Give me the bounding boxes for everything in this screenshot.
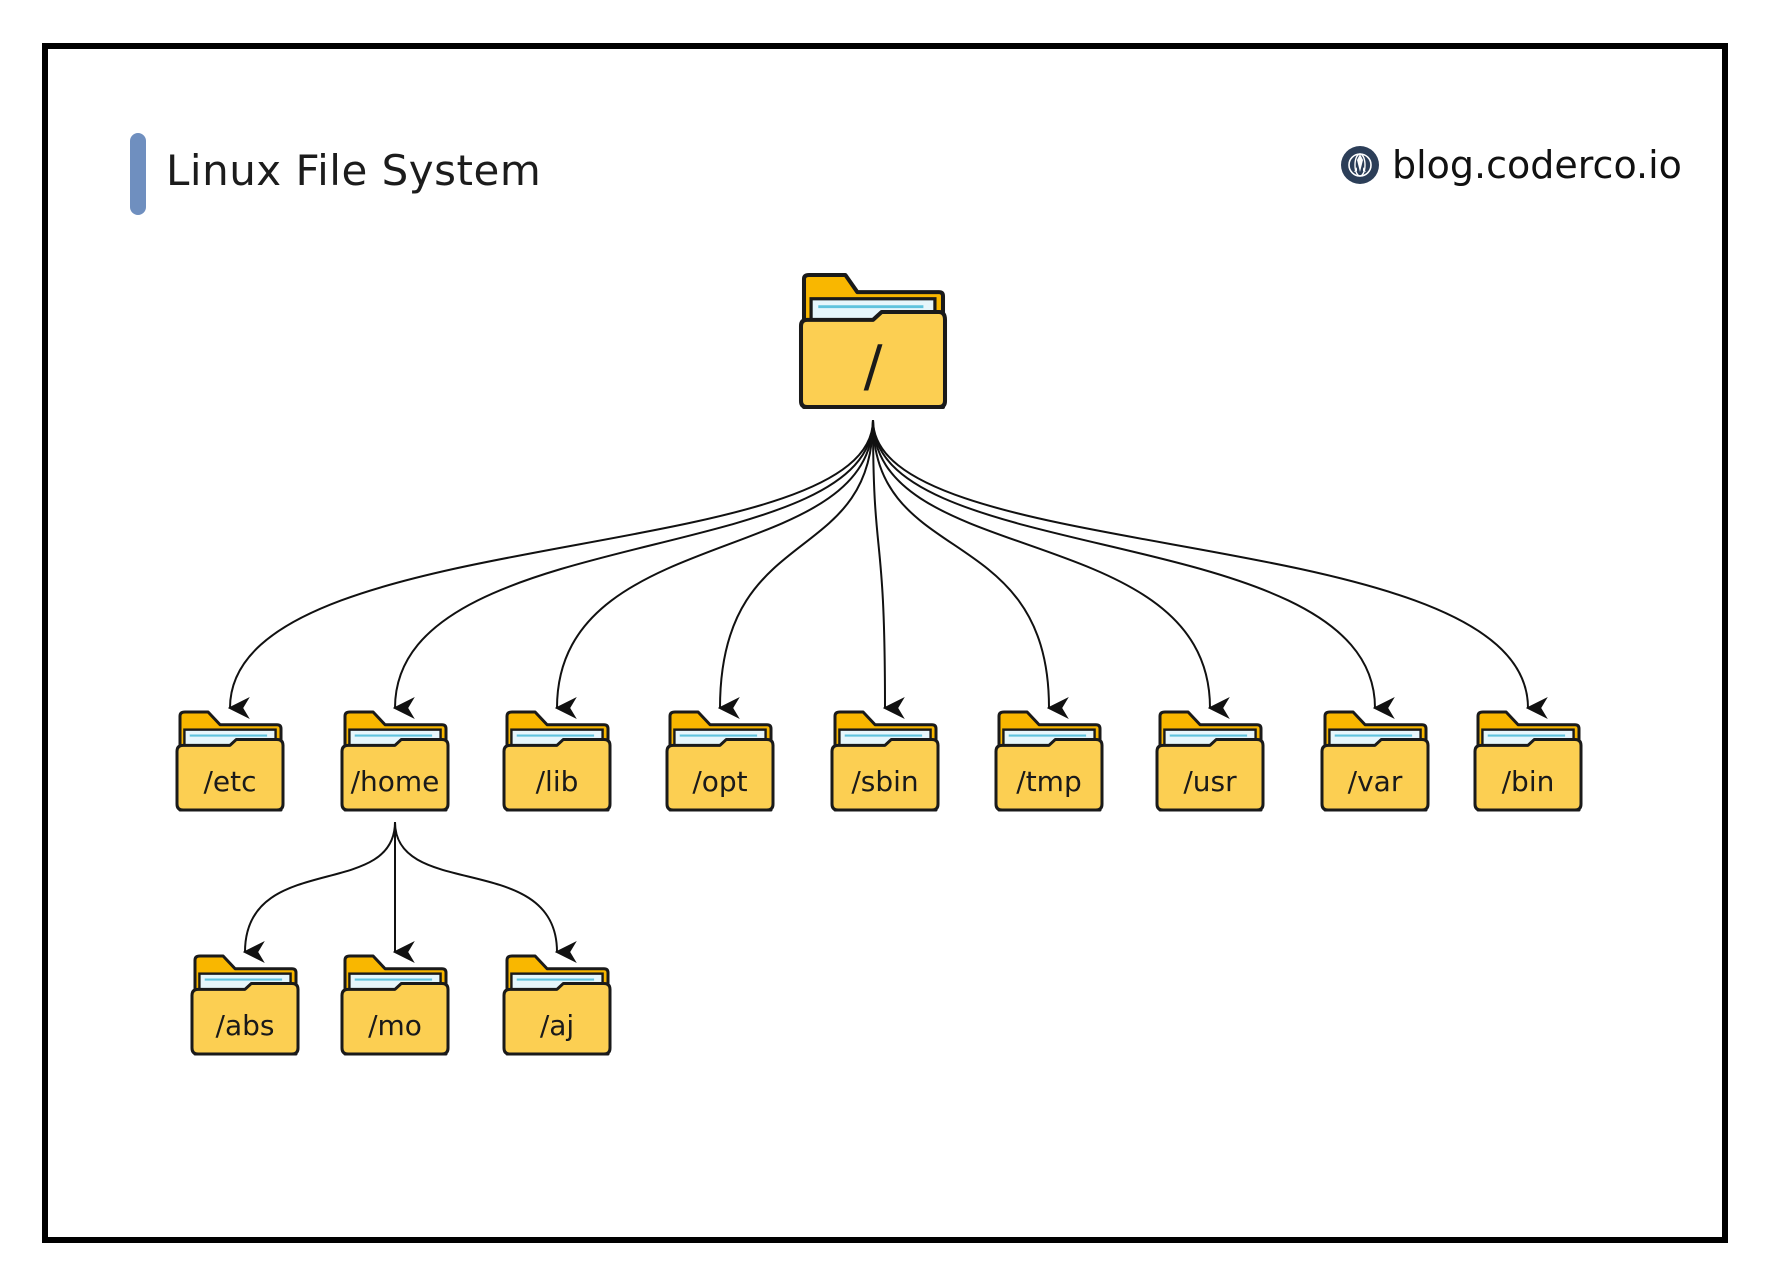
folder-label-home: /home <box>351 765 440 798</box>
folder-front <box>830 737 940 812</box>
folder-front <box>665 737 775 812</box>
folder-front <box>340 981 450 1056</box>
folder-sbin: /sbin <box>830 710 940 812</box>
folder-front <box>190 981 300 1056</box>
folder-label-usr: /usr <box>1183 765 1237 798</box>
edge-root-to-tmp <box>872 419 1069 719</box>
folder-front <box>502 981 612 1056</box>
folder-label-mo: /mo <box>368 1009 422 1042</box>
folder-label-abs: /abs <box>216 1009 275 1042</box>
edge-home-to-aj <box>394 821 577 963</box>
edge-root-to-sbin <box>872 419 905 719</box>
folder-tmp: /tmp <box>994 710 1104 812</box>
folder-front <box>1155 737 1265 812</box>
edge-root-to-lib <box>554 419 874 720</box>
folder-bin: /bin <box>1473 710 1583 812</box>
folder-aj: /aj <box>502 954 612 1056</box>
folder-abs: /abs <box>190 954 300 1056</box>
brand-text: blog.coderco.io <box>1392 143 1682 187</box>
folder-label-etc: /etc <box>203 765 256 798</box>
folder-root: / <box>798 272 948 410</box>
folder-home: /home <box>340 710 450 812</box>
folder-label-bin: /bin <box>1502 765 1555 798</box>
edge-home-to-abs <box>242 821 396 964</box>
brand: blog.coderco.io <box>1340 143 1682 187</box>
page-title: Linux File System <box>166 146 542 195</box>
edge-root-to-usr <box>872 419 1230 719</box>
folder-usr: /usr <box>1155 710 1265 812</box>
folder-label-opt: /opt <box>692 765 747 798</box>
folder-var: /var <box>1320 710 1430 812</box>
folder-etc: /etc <box>175 710 285 812</box>
folder-front <box>502 737 612 812</box>
folder-mo: /mo <box>340 954 450 1056</box>
folder-front <box>340 737 450 812</box>
folder-label-sbin: /sbin <box>851 765 918 798</box>
folder-label-lib: /lib <box>536 765 579 798</box>
edge-root-to-var <box>872 419 1395 719</box>
folder-lib: /lib <box>502 710 612 812</box>
edge-root-to-opt <box>717 419 874 720</box>
folder-label-aj: /aj <box>540 1009 574 1042</box>
edge-root-to-etc <box>227 419 874 720</box>
folder-front <box>1473 737 1583 812</box>
title-accent-bar <box>130 133 146 215</box>
folder-label-var: /var <box>1348 765 1403 798</box>
folder-front <box>994 737 1104 812</box>
edge-root-to-home <box>392 419 874 720</box>
edge-root-to-bin <box>872 419 1548 719</box>
folder-label-tmp: /tmp <box>1016 765 1081 798</box>
folder-opt: /opt <box>665 710 775 812</box>
folder-label-root: / <box>864 335 883 400</box>
rocket-globe-icon <box>1341 146 1379 184</box>
folder-front <box>175 737 285 812</box>
folder-front <box>1320 737 1430 812</box>
folder-front <box>798 309 948 410</box>
